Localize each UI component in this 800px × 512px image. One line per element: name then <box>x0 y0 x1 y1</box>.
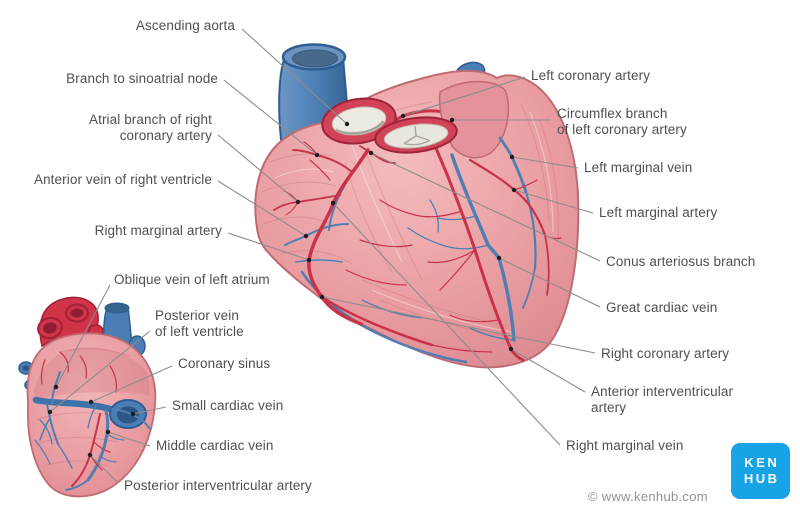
anchor-dots <box>47 113 517 458</box>
label-anterior-iv-artery: Anterior interventricular artery <box>591 384 734 415</box>
copyright-watermark: © www.kenhub.com <box>588 489 708 504</box>
label-coronary-sinus: Coronary sinus <box>178 356 271 371</box>
label-anterior-vein-rv: Anterior vein of right ventricle <box>33 172 212 187</box>
kenhub-logo-line1: KEN <box>744 455 780 470</box>
label-ascending-aorta: Ascending aorta <box>135 18 235 33</box>
label-small-cardiac-vein: Small cardiac vein <box>172 398 284 413</box>
kenhub-logo: KEN HUB <box>731 443 790 499</box>
label-posterior-vein-lv: Posterior vein of left ventricle <box>155 308 244 339</box>
kenhub-logo-line2: HUB <box>743 471 780 486</box>
label-conus-arteriosus-branch: Conus arteriosus branch <box>606 254 756 269</box>
muscle-highlights <box>274 111 554 333</box>
label-branch-to-sa-node: Branch to sinoatrial node <box>66 71 218 86</box>
main-heart-illustration <box>254 43 580 369</box>
pulmonary-valve-cusps <box>403 125 431 146</box>
label-oblique-vein-la: Oblique vein of left atrium <box>114 272 270 287</box>
label-great-cardiac-vein: Great cardiac vein <box>606 300 718 315</box>
label-right-marginal-vein: Right marginal vein <box>566 438 684 453</box>
label-right-coronary-artery: Right coronary artery <box>601 346 730 361</box>
pulmonary-trunk-stump <box>374 116 458 154</box>
leader-lines <box>49 28 601 484</box>
label-middle-cardiac-vein: Middle cardiac vein <box>156 438 274 453</box>
small-heart-atria-shade <box>34 347 150 399</box>
label-left-marginal-artery: Left marginal artery <box>599 205 718 220</box>
label-posterior-iv-artery: Posterior interventricular artery <box>124 478 312 493</box>
label-right-marginal-artery: Right marginal artery <box>94 223 222 238</box>
label-left-marginal-vein: Left marginal vein <box>584 160 693 175</box>
label-left-coronary-artery: Left coronary artery <box>531 68 651 83</box>
ivc-stump <box>109 399 147 429</box>
label-atrial-branch-rca: Atrial branch of right coronary artery <box>88 112 212 143</box>
label-circumflex-branch: Circumflex branch of left coronary arter… <box>557 106 687 137</box>
